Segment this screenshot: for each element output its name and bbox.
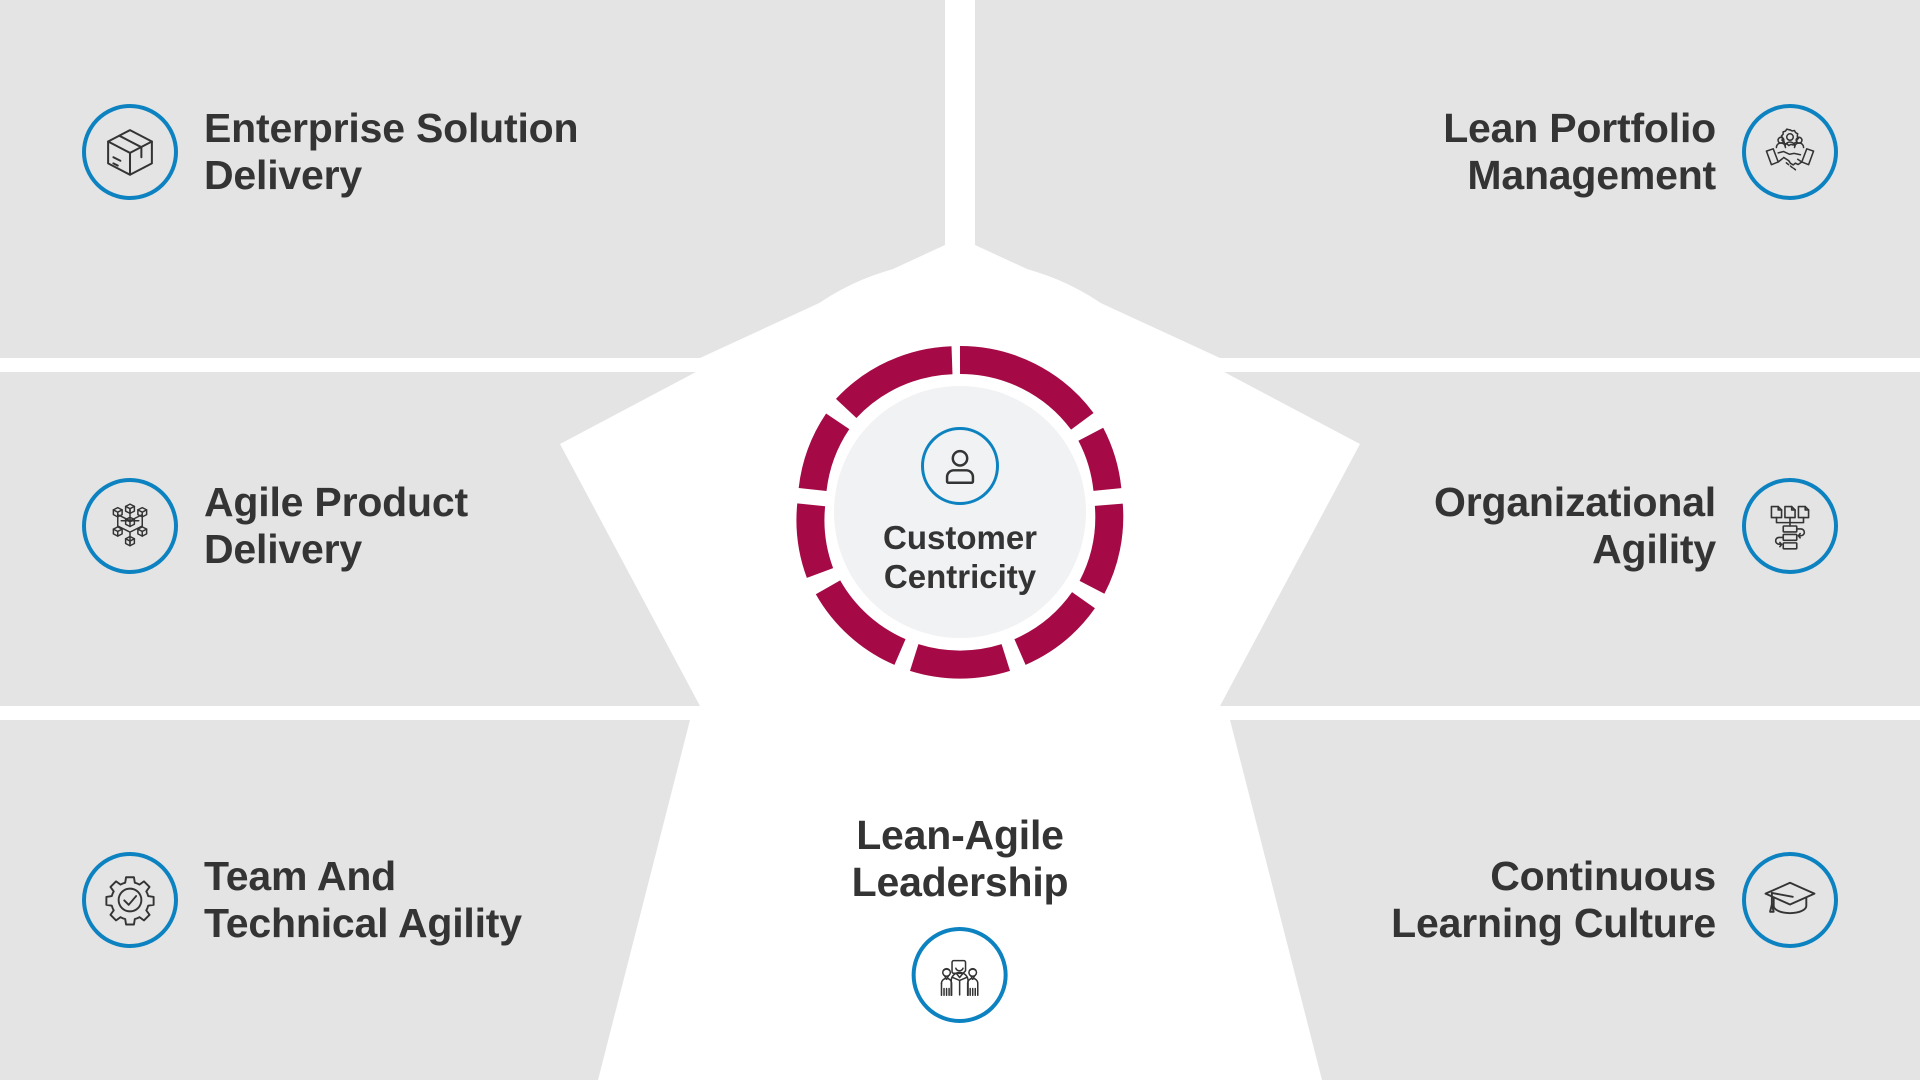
competency-lean-portfolio-management[interactable]: Lean Portfolio Management [1443,104,1838,200]
competency-continuous-learning-culture[interactable]: Continuous Learning Culture [1391,852,1838,948]
competency-organizational-agility[interactable]: Organizational Agility [1434,478,1838,574]
center-label: Customer Centricity [882,519,1038,595]
ring-segment-6 [815,580,906,665]
panel-top-right [975,0,1920,358]
center-hub-inner: Customer Centricity [834,386,1086,638]
workflow-chart-icon [1742,478,1838,574]
person-icon [921,427,999,506]
panel-middle-right [1220,372,1920,706]
gear-check-icon [82,852,178,948]
ring-segment-1 [959,345,1094,430]
competency-label: Lean-Agile Leadership [851,812,1069,905]
panel-bottom-right [1230,720,1920,1080]
competency-lean-agile-leadership[interactable]: Lean-Agile Leadership [851,812,1069,1024]
people-group-icon [911,927,1008,1024]
graduation-cap-icon [1742,852,1838,948]
competency-label: Lean Portfolio Management [1443,105,1716,198]
panel-top-left [0,0,945,358]
ring-segment-9 [835,346,953,419]
handshake-gear-icon [1742,104,1838,200]
ring-segment-3 [1079,503,1124,594]
competency-label: Agile Product Delivery [204,479,468,572]
ring-segment-7 [796,503,834,578]
competency-enterprise-solution-delivery[interactable]: Enterprise Solution Delivery [82,104,579,200]
accent-segmented-ring [796,345,1124,679]
ring-segment-4 [1014,591,1095,665]
ring-segment-5 [909,644,1011,679]
competency-label: Team And Technical Agility [204,853,522,946]
ring-segment-2 [1078,427,1122,492]
competency-label: Enterprise Solution Delivery [204,105,579,198]
package-box-icon [82,104,178,200]
center-hub: Customer Centricity [780,332,1140,692]
panel-middle-left [0,372,700,706]
competency-agile-product-delivery[interactable]: Agile Product Delivery [82,478,468,574]
cube-network-icon [82,478,178,574]
panel-bottom-left [0,720,690,1080]
competency-team-and-technical-agility[interactable]: Team And Technical Agility [82,852,522,948]
divider-top-vertical [945,0,975,260]
ring-segment-8 [798,413,850,492]
competency-label: Continuous Learning Culture [1391,853,1716,946]
competency-label: Organizational Agility [1434,479,1716,572]
